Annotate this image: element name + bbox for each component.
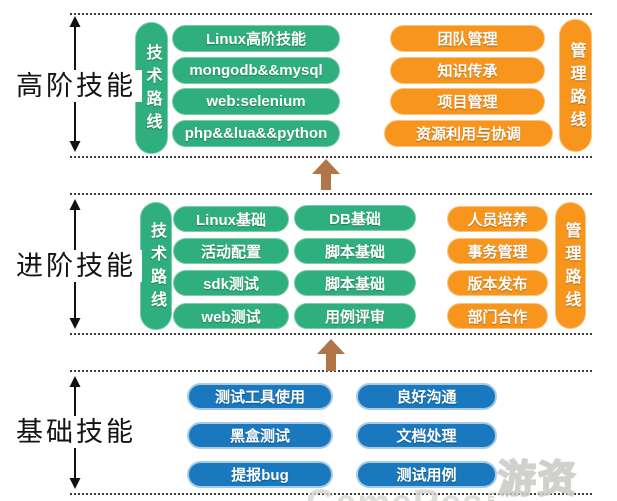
section-label-intermediate: 进阶技能 [10, 250, 142, 282]
mgmt-route-pill: 管理路线 [555, 202, 586, 329]
section-divider [70, 156, 592, 158]
mgmt-skill-pill: 人员培养 [447, 206, 548, 232]
basic-skill-pill: 文档处理 [356, 422, 497, 449]
basic-skill-pill: 良好沟通 [356, 383, 497, 410]
tech-skill-pill: 活动配置 [173, 238, 289, 264]
tech-skill-pill: Linux高阶技能 [172, 25, 340, 52]
basic-skill-pill: 测试用例 [356, 461, 497, 488]
level-up-arrow-icon [312, 159, 340, 190]
basic-skill-pill: 测试工具使用 [187, 383, 333, 410]
tech-skill-pill: 用例评审 [294, 303, 416, 329]
mgmt-skill-pill: 资源利用与协调 [384, 120, 553, 147]
mgmt-skill-pill: 团队管理 [390, 25, 545, 52]
tech-skill-pill: web:selenium [172, 88, 340, 115]
mgmt-skill-pill: 部门合作 [447, 303, 548, 329]
mgmt-route-pill: 管理路线 [559, 19, 592, 152]
section-divider [70, 333, 592, 335]
tech-skill-pill: sdk测试 [173, 270, 289, 296]
section-divider [70, 13, 592, 15]
tech-skill-pill: DB基础 [294, 205, 416, 231]
level-up-arrow-icon [317, 339, 345, 371]
section-divider [70, 193, 592, 195]
basic-skill-pill: 黑盒测试 [187, 422, 333, 449]
section-label-advanced: 高阶技能 [10, 70, 142, 102]
section-divider [70, 493, 592, 495]
section-label-basic: 基础技能 [10, 416, 142, 448]
tech-skill-pill: 脚本基础 [294, 238, 416, 264]
mgmt-skill-pill: 版本发布 [447, 270, 548, 296]
tech-skill-pill: 脚本基础 [294, 270, 416, 296]
tech-skill-pill: Linux基础 [173, 206, 289, 232]
tech-skill-pill: web测试 [173, 303, 289, 329]
mgmt-skill-pill: 事务管理 [447, 238, 548, 264]
basic-skill-pill: 提报bug [187, 461, 333, 488]
tech-route-pill: 技术路线 [140, 202, 172, 330]
mgmt-skill-pill: 知识传承 [390, 57, 545, 84]
tech-skill-pill: php&&lua&&python [172, 120, 340, 147]
mgmt-skill-pill: 项目管理 [390, 88, 545, 115]
section-divider [70, 370, 592, 372]
tech-skill-pill: mongodb&&mysql [172, 57, 340, 84]
